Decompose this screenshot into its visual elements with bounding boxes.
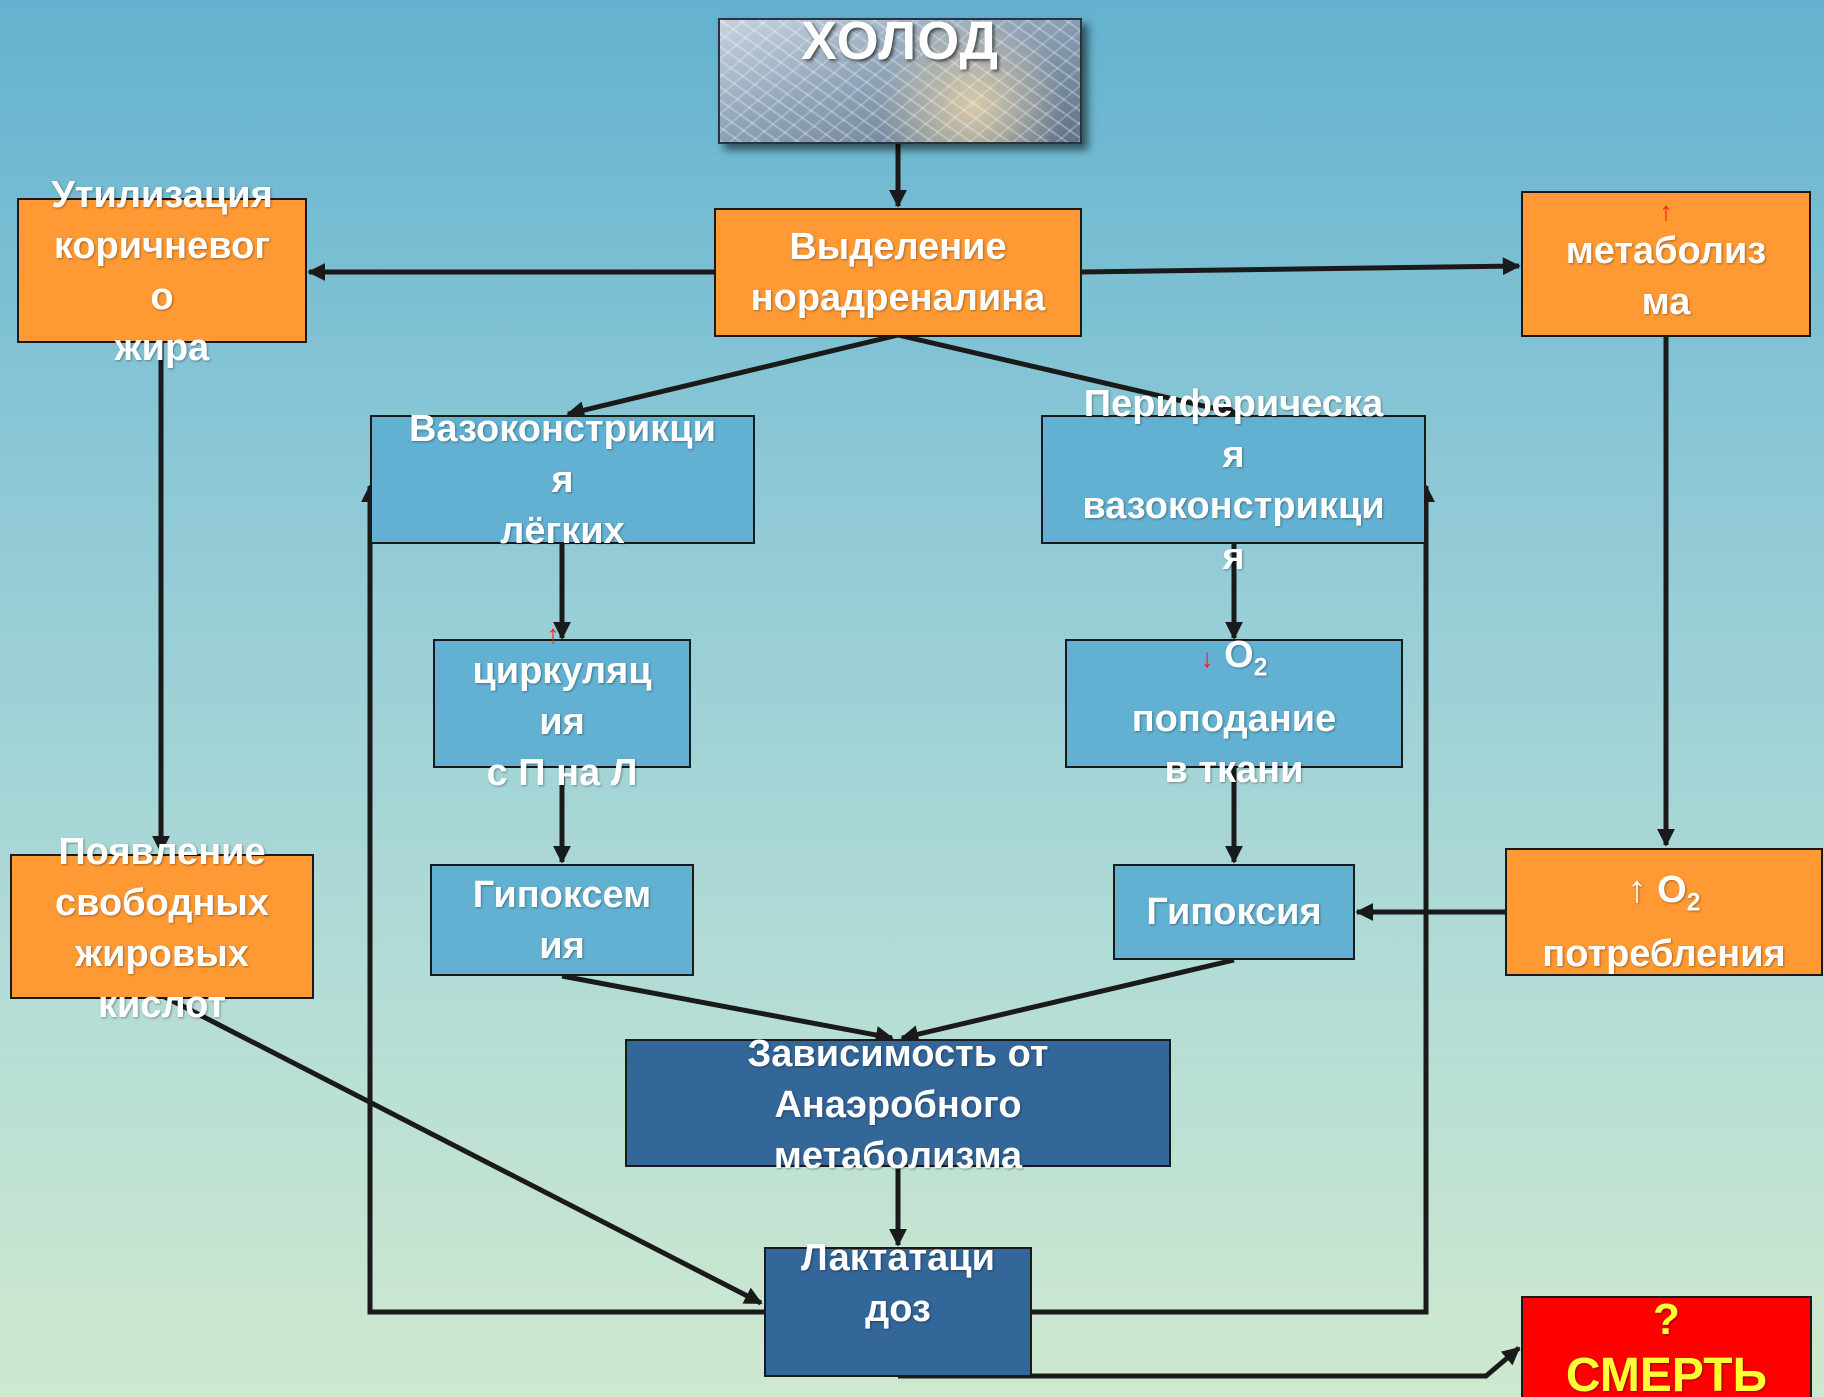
lactic-acidosis-label: Лактатаци доз	[801, 1237, 995, 1330]
hypoxemia-box	[430, 864, 694, 976]
peripheral-vasoconstriction-label: Периферическа я вазоконстрикци я	[1082, 383, 1385, 578]
norepinephrine-box	[714, 208, 1082, 337]
arrow-norepinephrine-to-lung-vasoconstriction	[566, 332, 899, 419]
arrow-lactic-acidosis-to-death	[898, 1346, 1521, 1379]
metabolism-box	[1521, 191, 1811, 337]
up-arrow-marker: ↑	[1659, 196, 1673, 226]
arrow-hypoxemia-to-anaerobic	[561, 973, 894, 1044]
o2-consumption-box	[1505, 848, 1823, 976]
hypoxemia-label: Гипоксем ия	[472, 874, 652, 967]
circulation-label: ↑ циркуляц ия с П на Л	[433, 619, 691, 799]
arrow-lactic-acidosis-to-lung-vasoconstriction	[361, 484, 765, 1315]
up-arrow-marker: ↑	[546, 619, 560, 649]
anaerobic-dependence-box	[625, 1039, 1171, 1167]
brown-fat-label: Утилизация коричневог о жира	[51, 174, 273, 369]
metabolism-label: ↑ метаболиз ма	[1521, 196, 1811, 328]
arrow-lactic-acidosis-to-peripheral	[1032, 484, 1435, 1315]
down-arrow-marker: ↓	[1200, 643, 1214, 673]
norepinephrine-label: Выделение норадреналина	[750, 226, 1046, 319]
free-fatty-acids-label: Появление свободных жировых кислот	[54, 831, 270, 1026]
arrow-norepinephrine-to-peripheral	[897, 332, 1240, 420]
anaerobic-dependence-label: Зависимость от Анаэробного метаболизма	[747, 1033, 1049, 1177]
arrow-norepinephrine-to-metabolism	[1081, 257, 1521, 276]
free-fatty-acids-box	[10, 854, 314, 999]
lung-vasoconstriction-box	[370, 415, 755, 544]
o2-consumption-label: ↑ O2 потребления	[1542, 869, 1786, 975]
peripheral-vasoconstriction-box	[1041, 415, 1426, 544]
cold-frost-image	[718, 18, 1082, 144]
o2-delivery-box	[1065, 639, 1403, 768]
up-arrow-glyph: ↑	[1627, 869, 1647, 911]
hypoxia-box	[1113, 864, 1355, 960]
circulation-box	[433, 639, 691, 768]
brown-fat-box	[17, 198, 307, 343]
arrow-fatty-acids-to-lactic-acidosis	[159, 992, 763, 1306]
lactic-acidosis-box	[764, 1247, 1032, 1377]
death-label: ? СМЕРТЬ	[1565, 1295, 1768, 1397]
cold-title: ХОЛОД	[801, 11, 999, 71]
death-box	[1521, 1296, 1812, 1397]
o2-delivery-label: ↓ O2 поподание в ткани	[1131, 634, 1337, 791]
hypoxia-label: Гипоксия	[1146, 891, 1322, 933]
arrow-hypoxia-to-anaerobic	[900, 957, 1235, 1044]
lung-vasoconstriction-label: Вазоконстрикци я лёгких	[409, 408, 716, 552]
